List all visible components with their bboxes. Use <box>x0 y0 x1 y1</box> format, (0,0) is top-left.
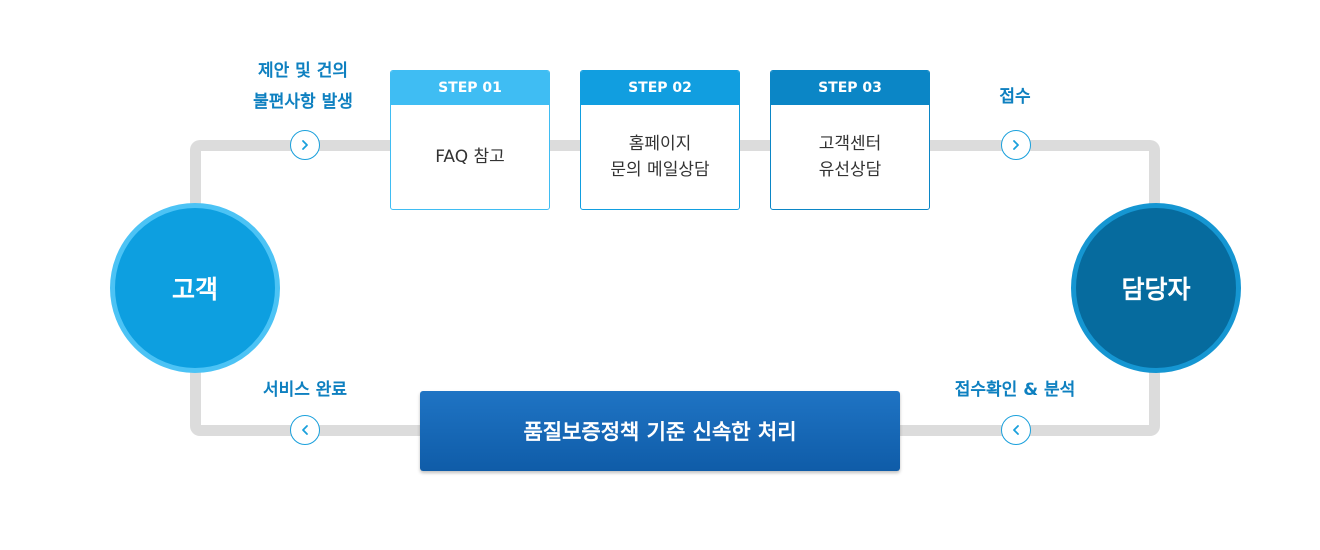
chevron-left-icon <box>302 425 308 435</box>
arrow-back-2 <box>290 415 320 445</box>
chevron-right-icon <box>302 140 308 150</box>
step-2-text: 홈페이지 문의 메일상담 <box>610 134 710 180</box>
step-box-2: STEP 02 홈페이지 문의 메일상담 <box>580 70 740 210</box>
step-1-label: STEP 01 <box>391 71 549 105</box>
confirm-analysis-label: 접수확인 & 분석 <box>954 380 1076 400</box>
process-label: 품질보증정책 기준 신속한 처리 <box>523 420 797 444</box>
step-box-3: STEP 03 고객센터 유선상담 <box>770 70 930 210</box>
suggestion-label: 제안 및 건의 불편사항 발생 <box>253 61 353 112</box>
process-box: 품질보증정책 기준 신속한 처리 <box>420 391 900 471</box>
step-2-label: STEP 02 <box>581 71 739 105</box>
customer-label: 고객 <box>171 275 218 304</box>
service-done-label: 서비스 완료 <box>262 380 348 400</box>
step-3-text: 고객센터 유선상담 <box>818 134 882 180</box>
arrow-back-1 <box>1001 415 1031 445</box>
chevron-left-icon <box>1013 425 1019 435</box>
receipt-label: 접수 <box>999 87 1031 107</box>
step-1-text: FAQ 참고 <box>435 147 505 167</box>
manager-circle: 담당자 <box>1071 203 1241 373</box>
customer-circle: 고객 <box>110 203 280 373</box>
manager-label: 담당자 <box>1121 275 1191 304</box>
arrow-forward-2 <box>1001 130 1031 160</box>
chevron-right-icon <box>1013 140 1019 150</box>
step-3-label: STEP 03 <box>771 71 929 105</box>
arrow-forward-1 <box>290 130 320 160</box>
step-box-1: STEP 01 FAQ 참고 <box>390 70 550 210</box>
